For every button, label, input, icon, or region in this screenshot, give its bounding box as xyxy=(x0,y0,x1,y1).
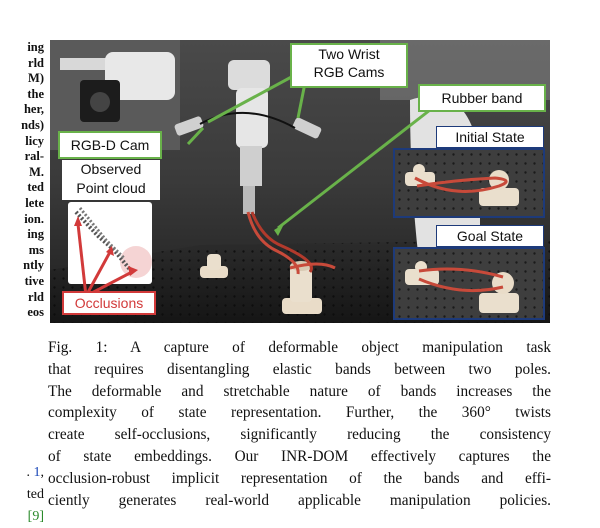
citation-link[interactable]: [9] xyxy=(27,509,44,524)
left-line: licy xyxy=(25,133,44,148)
occlusions-label: Occlusions xyxy=(62,291,156,315)
caption-line: Fig. 1: A capture of deformable object m… xyxy=(48,339,551,356)
robot-manipulation-photo: Two Wrist RGB Cams Rubber band RGB-D Cam… xyxy=(50,40,550,323)
initial-state-image xyxy=(395,150,543,216)
goal-state-label: Goal State xyxy=(436,225,544,247)
previous-column-body-text: . 1, ted [9] xyxy=(26,465,45,524)
initial-state-inset xyxy=(393,148,545,218)
left-line: rld xyxy=(28,289,44,304)
left-line: her, xyxy=(23,102,44,117)
left-line: nds) xyxy=(21,117,44,132)
goal-state-inset xyxy=(393,247,545,320)
left-line: eos xyxy=(27,305,44,320)
observed-point-cloud-label: Observed Point cloud xyxy=(62,160,160,200)
rgbd-cam-label: RGB-D Cam xyxy=(58,131,162,159)
left-line: ntly xyxy=(23,258,44,273)
left-line: rld xyxy=(28,55,44,70)
two-wrist-cams-label: Two Wrist RGB Cams xyxy=(290,43,408,88)
previous-column-text: ing rld M) the her, nds) licy ral- M. te… xyxy=(0,40,44,321)
left-line: ral- xyxy=(24,149,44,164)
rubber-band-label: Rubber band xyxy=(418,84,546,112)
figure-caption: Fig. 1: A capture of deformable object m… xyxy=(48,337,551,511)
left-line: lete xyxy=(25,195,44,210)
left-line: tive xyxy=(24,273,44,288)
caption-line: occlusion-robust implicit representation… xyxy=(48,469,551,487)
caption-line: create self-occlusions, significantly re… xyxy=(48,426,551,444)
left-line: M) xyxy=(28,71,44,86)
goal-state-image xyxy=(395,249,543,318)
caption-line: complexity of state representation. Furt… xyxy=(48,404,551,422)
figure-link[interactable]: 1 xyxy=(33,465,41,480)
left-line: M. xyxy=(29,164,44,179)
left-line: the xyxy=(27,86,44,101)
caption-line: that requires disentangling elastic band… xyxy=(48,360,551,378)
initial-state-label: Initial State xyxy=(436,126,544,148)
caption-line: of state embeddings. Our INR-DOM effecti… xyxy=(48,447,551,465)
left-line: ion. xyxy=(24,211,44,226)
left-line: ms xyxy=(28,242,44,257)
caption-line: ciently generates real-world applicable … xyxy=(48,491,551,509)
left-line: ing xyxy=(27,227,44,242)
left-line: ted xyxy=(27,180,44,195)
left-line: ing xyxy=(27,40,44,54)
caption-line: The deformable and stretchable nature of… xyxy=(48,382,551,400)
